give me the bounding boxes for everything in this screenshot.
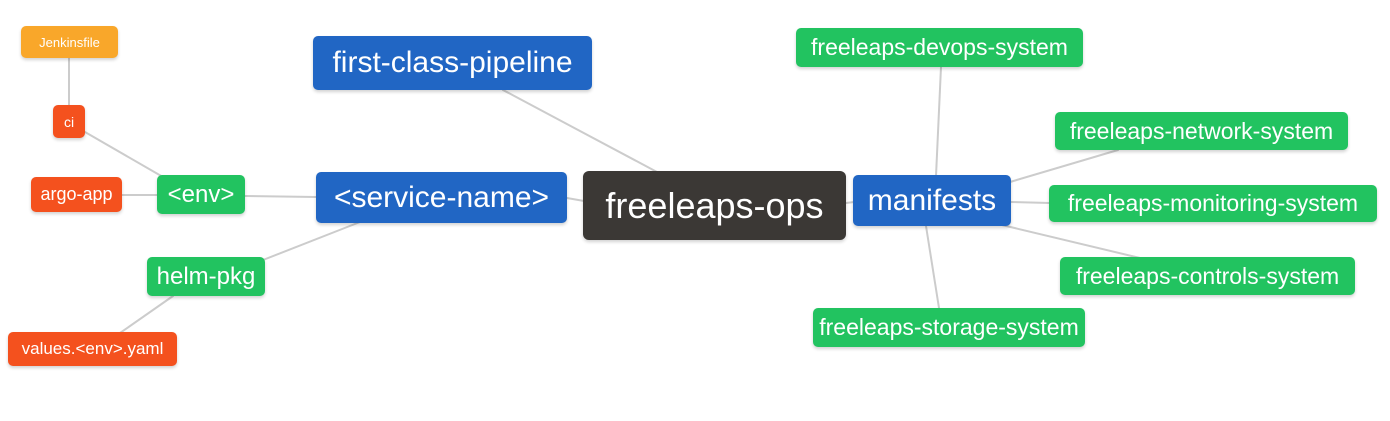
edge-env-service-name (244, 195, 317, 198)
node-monitoring-system[interactable]: freeleaps-monitoring-system (1049, 185, 1377, 222)
node-jenkinsfile[interactable]: Jenkinsfile (21, 26, 118, 58)
edge-helm-pkg-service-name (262, 221, 361, 261)
edge-ops-manifests (845, 201, 855, 204)
node-env[interactable]: <env> (157, 175, 245, 214)
edge-ci-env (84, 131, 164, 178)
node-values-env-yaml[interactable]: values.<env>.yaml (8, 332, 177, 366)
edge-first-class-pipeline-ops (502, 89, 658, 173)
node-freeleaps-ops[interactable]: freeleaps-ops (583, 171, 846, 240)
node-network-system[interactable]: freeleaps-network-system (1055, 112, 1348, 150)
edge-manifests-monitoring-system (1009, 201, 1051, 204)
edge-manifests-devops-system (935, 66, 942, 177)
edge-manifests-network-system (1009, 149, 1119, 183)
edge-values-env-yaml-helm-pkg (119, 295, 174, 334)
node-devops-system[interactable]: freeleaps-devops-system (796, 28, 1083, 67)
node-controls-system[interactable]: freeleaps-controls-system (1060, 257, 1355, 295)
edge-manifests-controls-system (1001, 224, 1141, 259)
node-argo-app[interactable]: argo-app (31, 177, 122, 212)
node-first-class-pipeline[interactable]: first-class-pipeline (313, 36, 592, 90)
node-ci[interactable]: ci (53, 105, 85, 138)
edge-manifests-storage-system (925, 225, 940, 309)
node-storage-system[interactable]: freeleaps-storage-system (813, 308, 1085, 347)
node-service-name[interactable]: <service-name> (316, 172, 567, 223)
edge-service-name-ops (566, 197, 585, 202)
node-manifests[interactable]: manifests (853, 175, 1011, 226)
node-helm-pkg[interactable]: helm-pkg (147, 257, 265, 296)
